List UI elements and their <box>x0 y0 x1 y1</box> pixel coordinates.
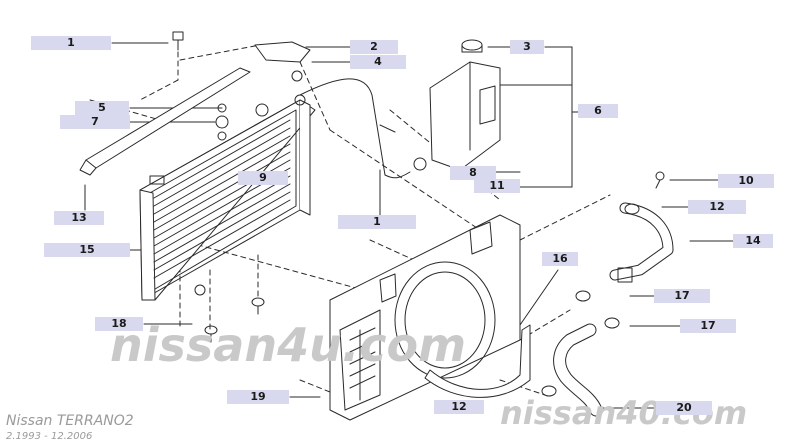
mount-bushings <box>204 297 265 343</box>
lower-hose <box>553 323 603 417</box>
model-years: 2.1993 - 12.2006 <box>6 431 93 442</box>
hose-clamps <box>541 203 640 397</box>
callout-15[interactable]: 15 <box>44 243 130 257</box>
callout-10[interactable]: 10 <box>718 174 774 188</box>
model-name: Nissan TERRANO2 <box>6 413 134 429</box>
callout-20[interactable]: 20 <box>656 401 712 415</box>
callout-17-lower[interactable]: 17 <box>680 319 736 333</box>
callout-17-upper[interactable]: 17 <box>654 289 710 303</box>
callout-12-top[interactable]: 12 <box>688 200 746 214</box>
callout-1[interactable]: 1 <box>31 36 111 50</box>
bolt <box>172 31 184 51</box>
callout-8[interactable]: 8 <box>450 166 496 180</box>
washers <box>215 103 229 141</box>
screw <box>655 171 665 189</box>
callout-11[interactable]: 11 <box>474 179 520 193</box>
fan-shroud <box>329 214 521 421</box>
callout-16[interactable]: 16 <box>542 252 578 266</box>
callout-18[interactable]: 18 <box>95 317 143 331</box>
callout-2[interactable]: 2 <box>350 40 398 54</box>
callout-14[interactable]: 14 <box>733 234 773 248</box>
reservoir-tank <box>379 39 501 171</box>
callout-7[interactable]: 7 <box>60 115 130 129</box>
callout-3[interactable]: 3 <box>510 40 544 54</box>
upper-hose <box>609 202 674 283</box>
bracket <box>254 41 311 82</box>
radiator-seal-strip <box>79 67 251 176</box>
callout-19[interactable]: 19 <box>227 390 289 404</box>
callout-5[interactable]: 5 <box>75 101 129 115</box>
callout-4[interactable]: 4 <box>350 55 406 69</box>
lower-shroud <box>424 324 531 398</box>
callout-9[interactable]: 9 <box>238 171 288 185</box>
watermark-center: nissan4u.com <box>110 318 467 372</box>
callout-6[interactable]: 6 <box>578 104 618 118</box>
overflow-hose <box>299 78 411 179</box>
callout-1-hose[interactable]: 1 <box>338 215 416 229</box>
callout-12-bottom[interactable]: 12 <box>434 400 484 414</box>
callout-13[interactable]: 13 <box>54 211 104 225</box>
